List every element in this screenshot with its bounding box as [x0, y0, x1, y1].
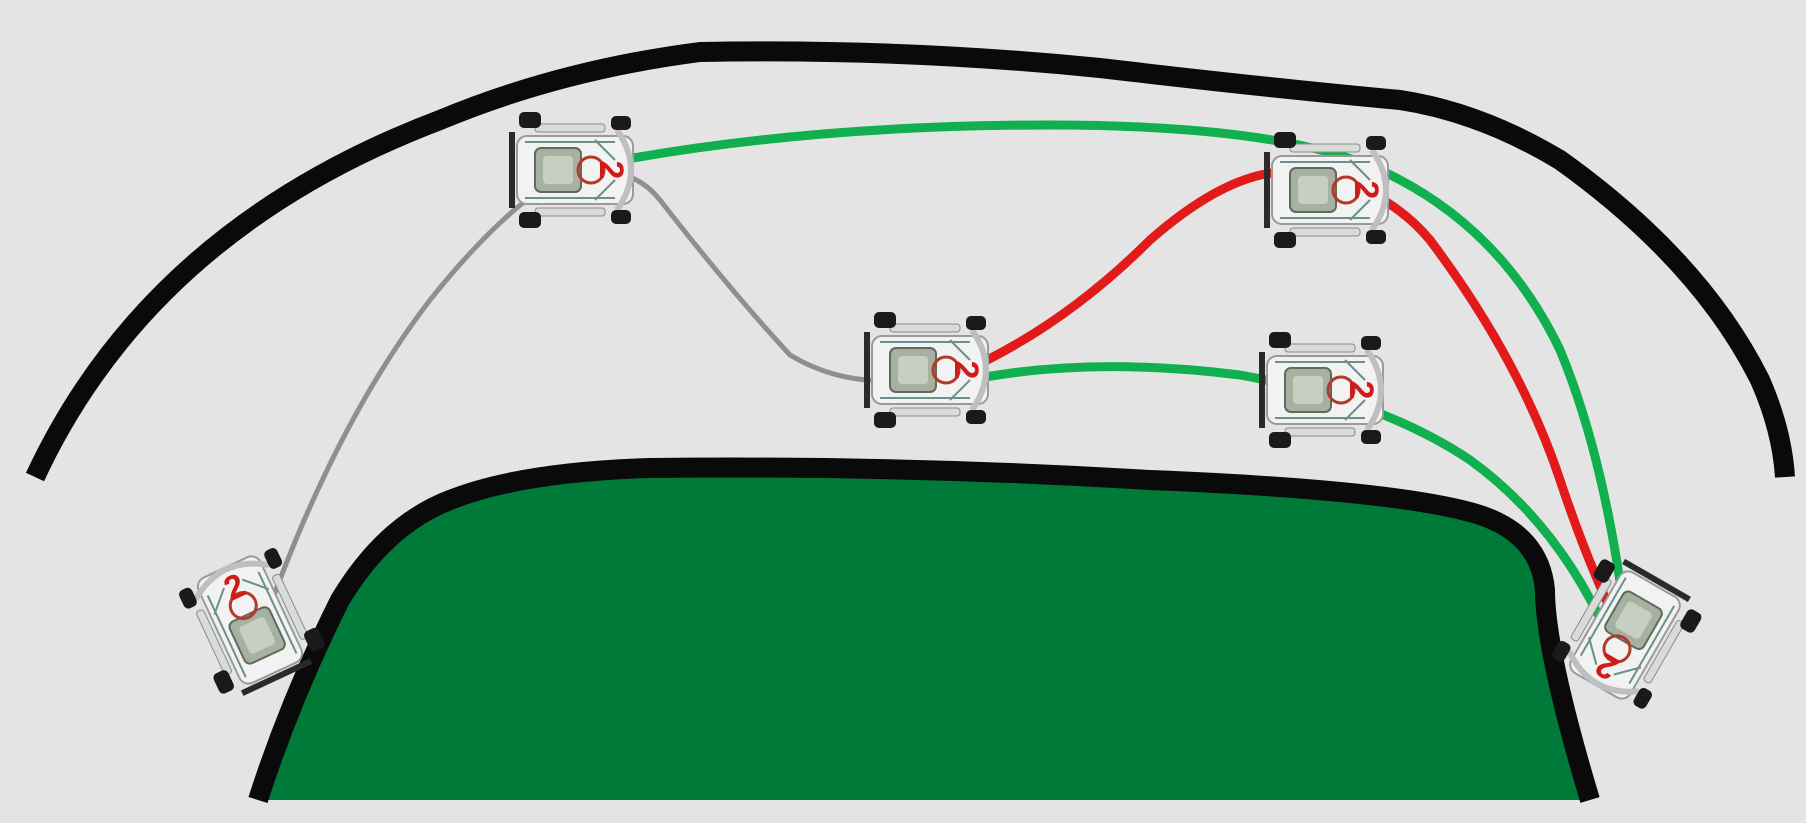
kart-5: 2: [1259, 332, 1383, 448]
kart-3: 2: [864, 312, 988, 428]
inner-track-border: [248, 457, 1600, 804]
kart-4: 2: [1264, 132, 1388, 248]
kart-number-label: 2: [1347, 181, 1385, 200]
kart-number-label: 2: [947, 361, 985, 380]
outer-track-border: [25, 41, 1795, 482]
infield-grass: [258, 467, 1590, 800]
kart-1: 2: [173, 543, 331, 704]
karts-layer: 2 2 2 2 2 2: [173, 112, 1708, 714]
kart-number-label: 2: [1342, 381, 1380, 400]
kart-6: 2: [1546, 549, 1708, 714]
kart-2: 2: [509, 112, 633, 228]
kart-number-label: 2: [592, 161, 630, 180]
